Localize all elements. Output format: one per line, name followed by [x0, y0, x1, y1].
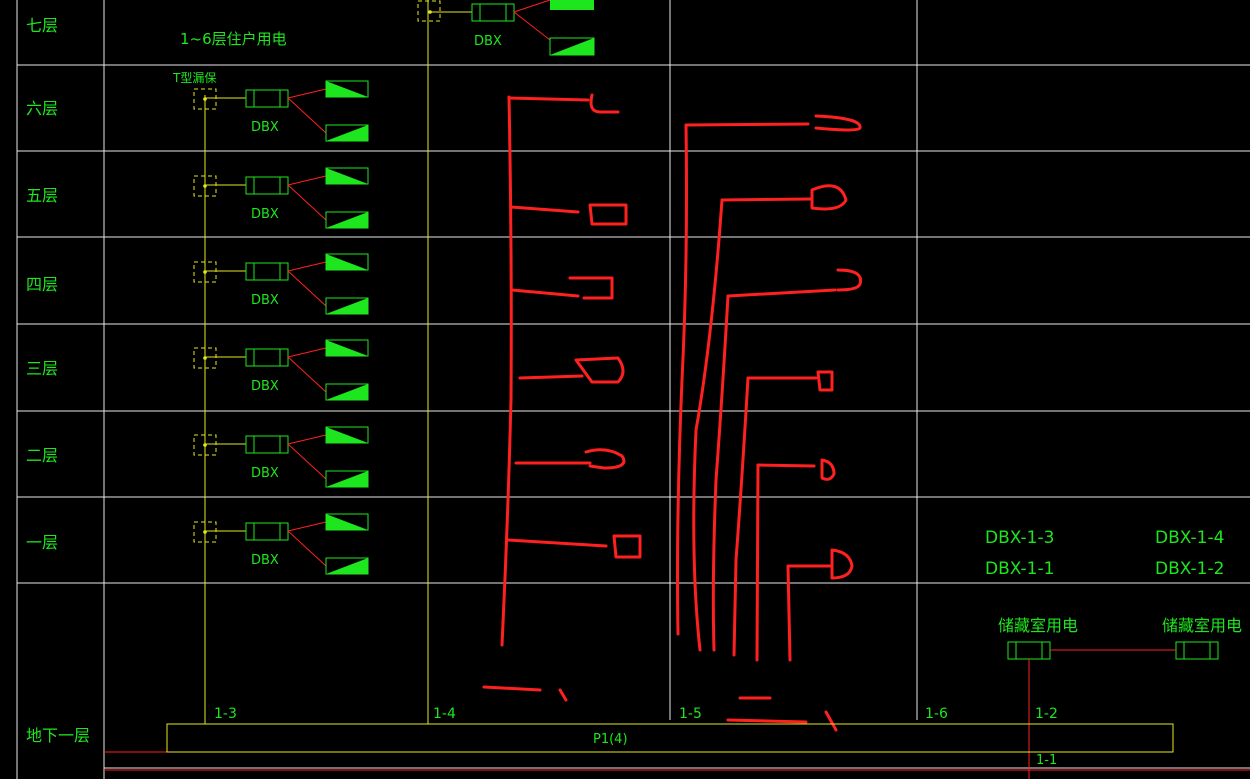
box-label: DBX [474, 34, 502, 49]
column-label: 1-2 [1035, 706, 1058, 722]
distribution-box-7f: DBX [417, 0, 595, 56]
box-label: DBX [251, 466, 279, 481]
panel-id: DBX-1-4 [1155, 528, 1224, 548]
box-label: DBX [251, 207, 279, 222]
box-label: DBX [251, 379, 279, 394]
column-label: 1-6 [925, 706, 948, 722]
box-label: DBX [251, 553, 279, 568]
distribution-box-5f: DBX [193, 167, 369, 229]
feeder-label: 1-1 [1036, 753, 1057, 768]
floor-labels: 七层 六层 五层 四层 三层 二层 一层 地下一层 [26, 16, 90, 745]
storage-label: 储藏室用电 [1162, 616, 1242, 635]
floor-label: 三层 [26, 359, 58, 378]
red-sketch-markup [482, 93, 863, 732]
floor-label: 四层 [26, 275, 58, 294]
floor-label: 一层 [26, 533, 58, 552]
column-label: 1-5 [679, 706, 702, 722]
distribution-box-1f: DBX [193, 513, 369, 575]
column-label: 1-4 [433, 706, 456, 722]
header-note: 1~6层住户用电 [180, 30, 287, 48]
panel-id-labels: DBX-1-3 DBX-1-4 DBX-1-1 DBX-1-2 [985, 528, 1224, 579]
floor-label: 五层 [26, 186, 58, 205]
box-label: DBX [251, 293, 279, 308]
box-label: DBX [251, 120, 279, 135]
storage-room-boxes: 储藏室用电 储藏室用电 [998, 616, 1242, 779]
floor-label: 六层 [26, 99, 58, 118]
bus-bar: P1(4) 1-1 [104, 723, 1250, 771]
distribution-box-3f: DBX [193, 339, 369, 401]
distribution-box-6f: DBX [193, 80, 369, 142]
bus-label: P1(4) [593, 732, 628, 747]
breaker-note: T型漏保 [172, 71, 216, 85]
floor-grid [16, 0, 1250, 779]
panel-id: DBX-1-2 [1155, 559, 1224, 579]
floor-label: 地下一层 [26, 726, 90, 745]
riser-lines [204, 0, 429, 724]
floor-label: 七层 [26, 16, 58, 35]
distribution-box-4f: DBX [193, 253, 369, 315]
floor-label: 二层 [26, 446, 58, 465]
distribution-box-2f: DBX [193, 426, 369, 488]
column-labels: 1-3 1-4 1-5 1-6 1-2 [214, 706, 1058, 722]
column-label: 1-3 [214, 706, 237, 722]
panel-id: DBX-1-3 [985, 528, 1054, 548]
storage-label: 储藏室用电 [998, 616, 1078, 635]
panel-id: DBX-1-1 [985, 559, 1054, 579]
